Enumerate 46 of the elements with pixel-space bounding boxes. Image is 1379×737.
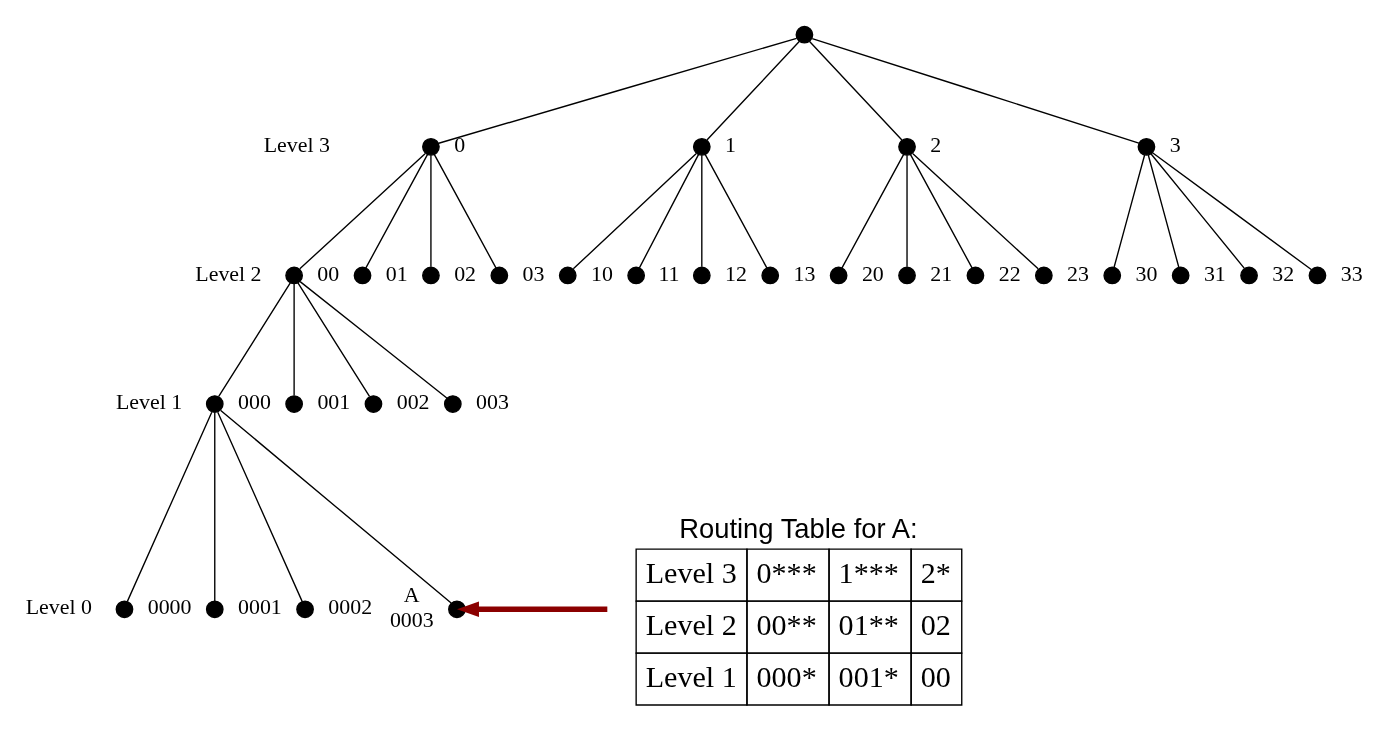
node-label: 002 bbox=[396, 390, 430, 415]
node-label: 32 bbox=[1272, 261, 1295, 286]
label: Level 0 bbox=[25, 595, 92, 620]
node-label: 20 bbox=[861, 261, 884, 286]
node-label: 001 bbox=[317, 390, 351, 415]
node-label: 13 bbox=[793, 261, 816, 286]
label: 2* bbox=[920, 555, 951, 590]
label: 1*** bbox=[838, 555, 899, 590]
label: 00** bbox=[756, 607, 817, 642]
node-label: 0 bbox=[454, 133, 466, 158]
node-label: 000 bbox=[238, 390, 271, 415]
node-label: 22 bbox=[998, 261, 1021, 286]
node-label: 0001 bbox=[238, 595, 282, 620]
node-label: 0000 bbox=[147, 595, 192, 620]
node-label: 02 bbox=[454, 261, 477, 286]
label: 02 bbox=[920, 607, 951, 642]
label: Level 1 bbox=[645, 659, 737, 694]
node-label: 00 bbox=[317, 261, 340, 286]
node-label: 03 bbox=[522, 261, 545, 286]
label: Level 2 bbox=[195, 261, 262, 286]
node-label: 0003 bbox=[389, 607, 434, 632]
node-label: 01 bbox=[385, 261, 408, 286]
node-label: 11 bbox=[658, 261, 680, 286]
node-label: 31 bbox=[1203, 261, 1226, 286]
label: Level 3 bbox=[645, 555, 737, 590]
label: Level 3 bbox=[263, 133, 330, 158]
label: 0*** bbox=[756, 555, 817, 590]
label: Level 1 bbox=[115, 390, 183, 415]
label: 001* bbox=[838, 659, 899, 694]
label: 01** bbox=[838, 607, 899, 642]
label: 000* bbox=[756, 659, 817, 694]
node-label: 30 bbox=[1135, 261, 1158, 286]
label: Routing Table for A: bbox=[679, 513, 918, 545]
node-label: 23 bbox=[1067, 261, 1089, 286]
node-label: 1 bbox=[725, 133, 737, 158]
node-label: 003 bbox=[476, 390, 509, 415]
node-label: 3 bbox=[1169, 133, 1181, 158]
node-label: 12 bbox=[725, 261, 747, 286]
label: Level 2 bbox=[645, 607, 737, 642]
node-label: 10 bbox=[591, 261, 613, 286]
node-label: 33 bbox=[1340, 261, 1363, 286]
label: 00 bbox=[920, 659, 951, 694]
node-label: 0002 bbox=[328, 595, 373, 620]
node-label: 2 bbox=[930, 133, 942, 158]
node-label: A bbox=[403, 583, 420, 608]
node-label: 21 bbox=[930, 261, 953, 286]
